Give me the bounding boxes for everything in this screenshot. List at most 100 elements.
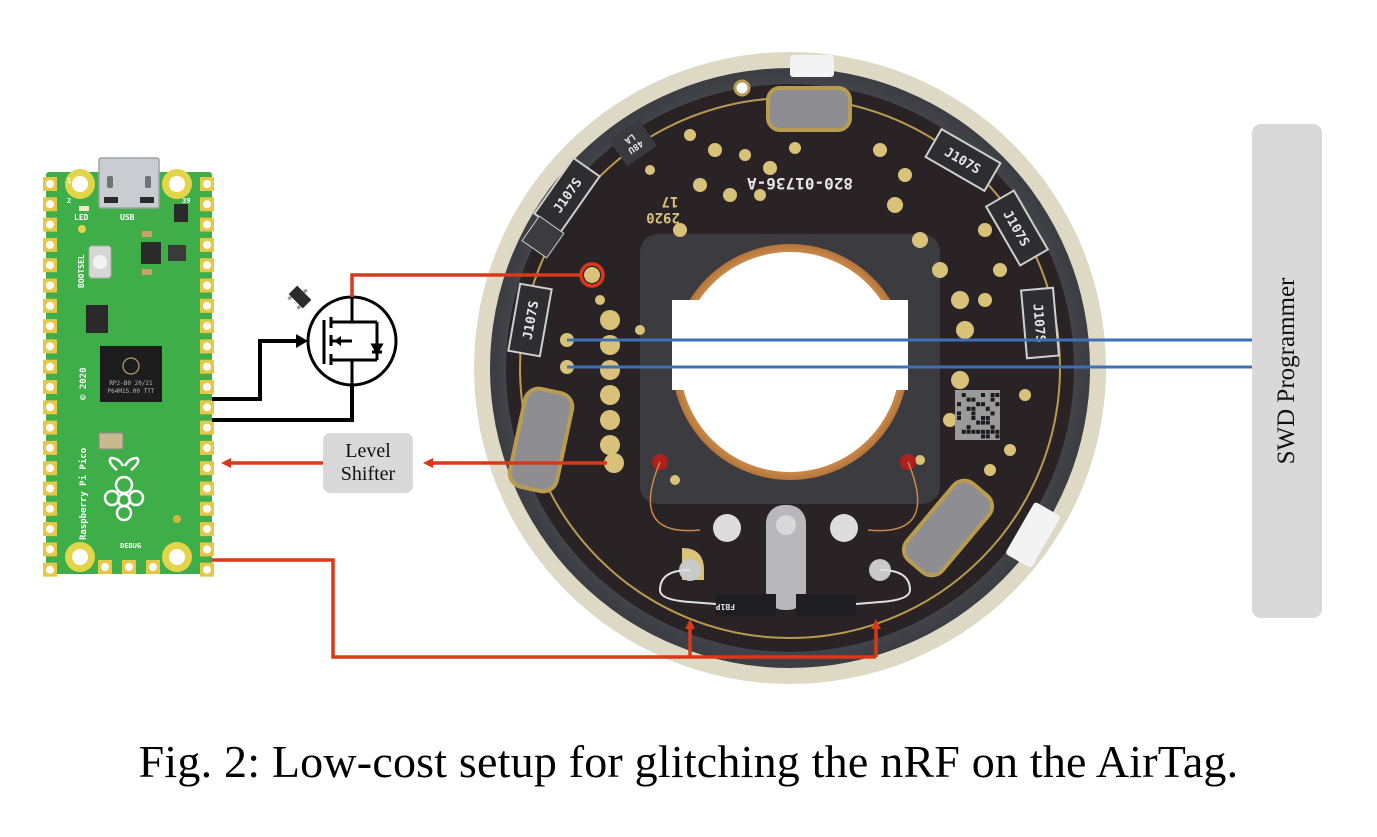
pico-pin-pad: [200, 380, 214, 394]
pcb-pad: [600, 360, 620, 380]
pcb-pad: [600, 410, 620, 430]
wire-glitch-drain: [350, 273, 580, 297]
pcb-pad: [673, 223, 687, 237]
pico-pin-pad: [43, 440, 57, 455]
gate-arrow-icon: [296, 334, 308, 348]
pico-pin-pad: [43, 420, 57, 435]
pico-pin-pad: [43, 319, 57, 334]
red-wires: [212, 273, 881, 659]
pcb-pad: [951, 291, 969, 309]
tvs-diode-2: J107S: [507, 282, 553, 358]
pcb-pad: [600, 435, 620, 455]
pcb-part-number: 820-01736-A: [747, 174, 853, 193]
pico-pin-pad: [43, 217, 57, 232]
tvs-diode-5: J107S: [1020, 286, 1060, 360]
pcb-pad: [645, 165, 655, 175]
pico-debug-pad: [98, 560, 112, 574]
mosfet-wires: [212, 339, 354, 422]
pcb-pad: [739, 149, 751, 161]
bootsel-button: [88, 245, 112, 279]
pico-pin-pad: [43, 501, 57, 516]
pico-pin-pad: [200, 501, 214, 516]
pico-pin-pad: [200, 339, 214, 354]
pcb-pad: [708, 143, 722, 157]
raspberry-pi-logo-icon: [103, 456, 145, 522]
pico-pin-pad: [43, 400, 57, 415]
pcb-pad: [595, 295, 605, 305]
glitch-test-point-marker: [579, 262, 605, 288]
ic-48u: 48U LA: [609, 119, 657, 167]
pico-label-bootsel: BOOTSEL: [77, 254, 86, 288]
pico-pin-pad: [200, 217, 214, 232]
pico-pin-pad: [200, 522, 214, 537]
pico-pin-pad: [43, 542, 57, 557]
battery-pad-top: [766, 86, 852, 132]
pcb-pad: [789, 142, 801, 154]
rp2040-chip: RP2-B0 20/21 P64M15.00 TTT: [100, 346, 162, 402]
pico-pin-pad: [43, 278, 57, 293]
pico-label-debug: DEBUG: [120, 542, 141, 550]
pico-pin-pad: [200, 237, 214, 252]
pico-pin-pad: [43, 481, 57, 496]
pcb-pad: [600, 310, 620, 330]
raspberry-pi-pico-board: LED USB 1 2 39 BOOTSEL © 2020 Raspberry …: [43, 157, 214, 577]
pico-pin-pad: [43, 380, 57, 394]
tvs-marking: J107S: [521, 300, 543, 341]
pcb-pad: [956, 321, 974, 339]
pico-label-copyright: © 2020: [79, 367, 89, 400]
pico-led: [79, 206, 89, 211]
pico-pin-pad: [43, 237, 57, 252]
pcb-pad: [1019, 389, 1031, 401]
pcb-pad: [898, 168, 912, 182]
pico-pin-pad: [200, 420, 214, 435]
pico-debug-pad: [122, 560, 136, 574]
pcb-pad: [600, 385, 620, 405]
pico-label-name: Raspberry Pi Pico: [78, 448, 89, 540]
pico-pin-pad: [200, 440, 214, 455]
pico-pin-pad: [43, 359, 57, 374]
pico-label-led: LED: [74, 213, 89, 222]
pcb-date-code-1: 17: [662, 193, 679, 209]
pcb-pad: [993, 263, 1007, 277]
pico-pin-pad: [200, 278, 214, 293]
pcb-pad: [693, 178, 707, 192]
pcb-pad: [932, 262, 948, 278]
pico-pin-pad: [200, 359, 214, 374]
usb-connector: [98, 157, 160, 209]
pcb-pad: [604, 453, 624, 473]
chip-marking-line2: P64M15.00 TTT: [108, 388, 155, 395]
pcb-pad: [1004, 444, 1016, 456]
pico-label-pin2: 2: [67, 197, 71, 205]
pico-pin-pad: [200, 481, 214, 496]
wire-gate: [212, 339, 298, 401]
pico-pin-pad: [43, 461, 57, 476]
pico-pin-pad: [43, 339, 57, 354]
pico-pin-pad: [200, 562, 214, 577]
pico-pin-pad: [200, 400, 214, 415]
pcb-pad: [723, 188, 737, 202]
pcb-pad: [912, 232, 928, 248]
datamatrix-pattern: [957, 393, 1000, 439]
connector-marking: FB1P: [716, 602, 735, 611]
pico-pin-pad: [43, 522, 57, 537]
pcb-pad: [600, 335, 620, 355]
pcb-pad: [951, 371, 969, 389]
level-shifter-box: Level Shifter: [323, 433, 413, 493]
pico-pin-pad: [200, 298, 214, 313]
pcb-pad: [943, 413, 957, 427]
pico-debug-pad: [146, 560, 160, 574]
pico-pin-pad: [43, 562, 57, 577]
wire-power: [212, 558, 876, 659]
battery-pad-right: [901, 478, 995, 578]
pico-pin-pad: [43, 258, 57, 273]
pico-pin-pad: [200, 461, 214, 476]
pico-pin-pad: [200, 319, 214, 334]
pico-label-usb: USB: [120, 213, 135, 222]
battery-contact-assembly: FB1P: [658, 505, 912, 616]
wire-source: [212, 384, 354, 422]
pcb-pad: [635, 325, 645, 335]
swd-programmer-box: SWD Programmer: [1252, 124, 1322, 618]
swd-wires: [567, 338, 1252, 369]
pico-label-pin1: 1: [67, 177, 71, 185]
